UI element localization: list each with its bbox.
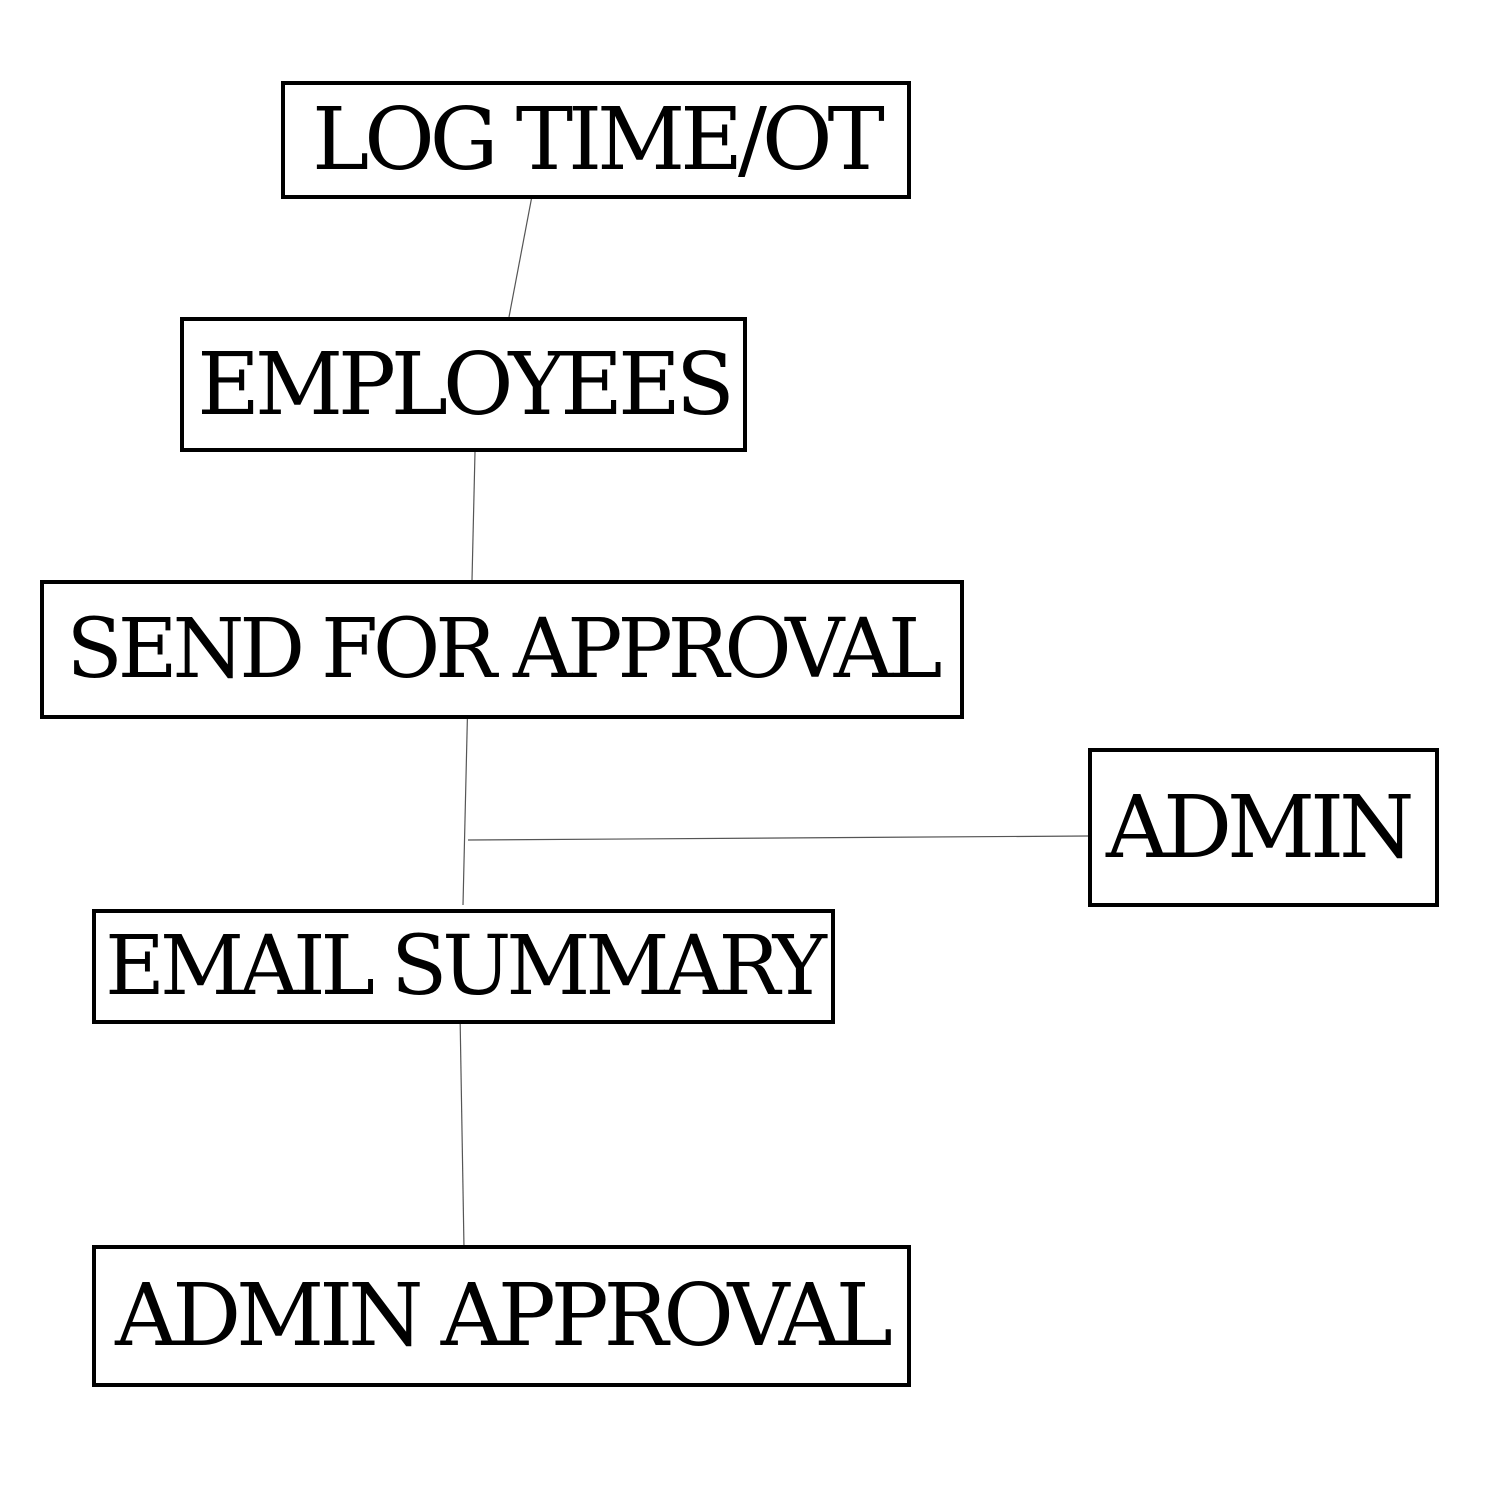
node-admin: ADMIN <box>1088 748 1439 907</box>
node-employees: EMPLOYEES <box>180 317 747 452</box>
edge-email-summary-to-admin-approval <box>459 1012 465 1249</box>
edge-send-for-approval-to-email-summary <box>462 691 469 906</box>
edge-employees-to-send-for-approval <box>471 451 476 581</box>
node-log-time-ot: LOG TIME/OT <box>281 81 911 199</box>
node-admin-approval: ADMIN APPROVAL <box>92 1245 911 1387</box>
edge-log-time-to-employees <box>508 179 536 318</box>
node-admin-approval-label: ADMIN APPROVAL <box>115 1266 893 1366</box>
node-send-for-approval: SEND FOR APPROVAL <box>40 580 964 719</box>
edge-admin-to-flow <box>467 835 1089 841</box>
node-employees-label: EMPLOYEES <box>197 334 735 435</box>
node-send-for-approval-label: SEND FOR APPROVAL <box>66 601 943 697</box>
node-admin-label: ADMIN <box>1106 777 1414 878</box>
node-log-time-ot-label: LOG TIME/OT <box>312 90 885 190</box>
node-email-summary-label: EMAIL SUMMARY <box>105 918 827 1014</box>
node-email-summary: EMAIL SUMMARY <box>92 909 835 1024</box>
